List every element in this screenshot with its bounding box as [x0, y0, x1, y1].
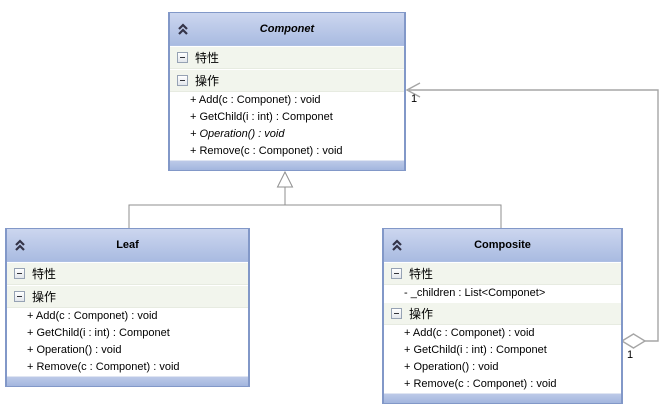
- inheritance-connector[interactable]: [128, 170, 502, 228]
- method-row[interactable]: + GetChild(i : int) : Componet: [384, 342, 621, 359]
- method-row[interactable]: + GetChild(i : int) : Componet: [7, 325, 248, 342]
- properties-section-label: 特性: [409, 267, 434, 281]
- properties-section-header[interactable]: 特性: [7, 262, 248, 285]
- class-header[interactable]: Composite: [384, 229, 621, 262]
- association-multiplicity-target: 1: [411, 93, 418, 105]
- minus-box-icon[interactable]: [177, 75, 188, 86]
- class-title: Componet: [259, 23, 315, 35]
- collapse-chevron-icon[interactable]: [390, 238, 404, 252]
- properties-section-label: 特性: [195, 51, 220, 65]
- collapse-chevron-icon[interactable]: [176, 22, 190, 36]
- open-arrowhead-icon: [405, 82, 421, 98]
- class-title: Leaf: [116, 239, 139, 251]
- properties-section-label: 特性: [32, 267, 57, 281]
- class-footer-bar: [170, 160, 404, 170]
- class-header[interactable]: Componet: [170, 13, 404, 46]
- minus-box-icon[interactable]: [177, 52, 188, 63]
- inheritance-triangle-icon: [276, 170, 294, 188]
- class-box-composite[interactable]: Composite 特性 - _children : List<Componet…: [382, 228, 623, 404]
- method-row[interactable]: + Add(c : Componet) : void: [7, 308, 248, 325]
- operations-section-header[interactable]: 操作: [384, 302, 621, 325]
- operations-section-label: 操作: [195, 74, 220, 88]
- operations-section-label: 操作: [32, 290, 57, 304]
- properties-section-header[interactable]: 特性: [384, 262, 621, 285]
- operations-section-header[interactable]: 操作: [7, 285, 248, 308]
- method-row[interactable]: + Operation() : void: [170, 126, 404, 143]
- aggregation-diamond-icon: [620, 333, 647, 349]
- method-row[interactable]: + Operation() : void: [384, 359, 621, 376]
- method-row[interactable]: + Operation() : void: [7, 342, 248, 359]
- minus-box-icon[interactable]: [14, 291, 25, 302]
- collapse-chevron-icon[interactable]: [13, 238, 27, 252]
- operations-section-header[interactable]: 操作: [170, 69, 404, 92]
- method-row[interactable]: + Add(c : Componet) : void: [384, 325, 621, 342]
- class-footer-bar: [7, 376, 248, 386]
- class-box-componet[interactable]: Componet 特性 操作 + Add(c : Componet) : voi…: [168, 12, 406, 171]
- class-box-leaf[interactable]: Leaf 特性 操作 + Add(c : Componet) : void + …: [5, 228, 250, 387]
- operations-section-label: 操作: [409, 307, 434, 321]
- attribute-row[interactable]: - _children : List<Componet>: [384, 285, 621, 302]
- properties-section-header[interactable]: 特性: [170, 46, 404, 69]
- association-multiplicity-source: 1: [627, 349, 634, 361]
- method-row[interactable]: + Remove(c : Componet) : void: [170, 143, 404, 160]
- minus-box-icon[interactable]: [391, 268, 402, 279]
- minus-box-icon[interactable]: [14, 268, 25, 279]
- class-footer-bar: [384, 393, 621, 403]
- method-row[interactable]: + Remove(c : Componet) : void: [7, 359, 248, 376]
- class-title: Composite: [474, 239, 531, 251]
- method-row[interactable]: + GetChild(i : int) : Componet: [170, 109, 404, 126]
- method-row[interactable]: + Remove(c : Componet) : void: [384, 376, 621, 393]
- method-row[interactable]: + Add(c : Componet) : void: [170, 92, 404, 109]
- aggregation-connector[interactable]: [405, 82, 659, 349]
- minus-box-icon[interactable]: [391, 308, 402, 319]
- class-header[interactable]: Leaf: [7, 229, 248, 262]
